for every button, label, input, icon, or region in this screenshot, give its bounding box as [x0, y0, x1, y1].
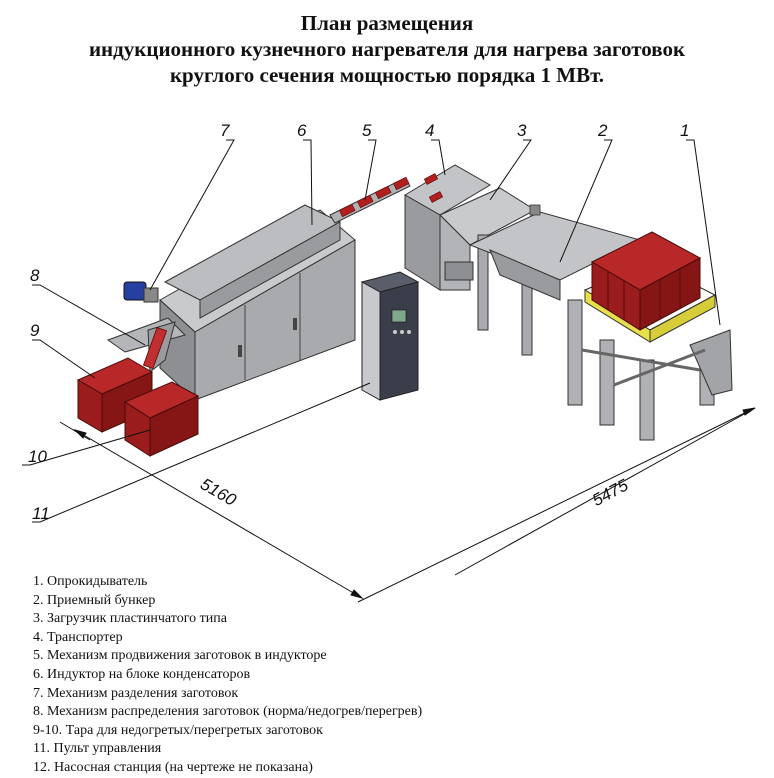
legend-item: 7. Механизм разделения заготовок	[33, 685, 239, 701]
title-line-3: круглого сечения мощностью порядка 1 МВт…	[169, 63, 605, 87]
tipper	[567, 231, 733, 441]
legend-item: 5. Механизм продвижения заготовок в инду…	[33, 648, 327, 664]
callout-2: 2	[597, 121, 608, 140]
callout-6: 6	[297, 121, 307, 140]
distribution-mechanism	[106, 317, 186, 374]
callout-1: 1	[680, 121, 689, 140]
callout-4: 4	[425, 121, 434, 140]
callout-9: 9	[30, 321, 40, 340]
callout-leaders	[22, 139, 721, 523]
billet-push-mechanism	[329, 176, 411, 224]
legend-item: 1. Опрокидыватель	[33, 574, 148, 589]
callout-8: 8	[30, 266, 40, 285]
page-title: План размещения индукционного кузнечного…	[0, 10, 774, 88]
separation-mechanism	[123, 281, 159, 303]
legend-item: 8. Механизм распределения заготовок (нор…	[33, 704, 423, 720]
legend-item: 12. Насосная станция (на чертеже не пока…	[33, 759, 313, 775]
bin-10	[123, 381, 200, 457]
dimension-lines	[59, 407, 756, 603]
legend-item: 11. Пульт управления	[33, 741, 162, 757]
control-panel	[360, 271, 420, 401]
legend-item: 2. Приемный бункер	[33, 592, 156, 608]
title-line-2: индукционного кузнечного нагревателя для…	[88, 37, 686, 61]
legend-item: 6. Индуктор на блоке конденсаторов	[33, 666, 251, 682]
legend-item: 9-10. Тара для недогретых/перегретых заг…	[33, 722, 323, 738]
callout-11: 11	[32, 504, 50, 523]
legend-item: 3. Загрузчик пластинчатого типа	[33, 611, 227, 627]
callout-10: 10	[28, 447, 47, 466]
callout-7: 7	[220, 121, 230, 140]
legend-list: 1. Опрокидыватель 2. Приемный бункер 3. …	[33, 573, 422, 778]
legend-item: 4. Транспортер	[33, 629, 123, 645]
inductor-capacitor-block	[159, 204, 356, 402]
callout-3: 3	[517, 121, 527, 140]
title-line-1: План размещения	[300, 11, 474, 35]
callout-5: 5	[362, 121, 372, 140]
